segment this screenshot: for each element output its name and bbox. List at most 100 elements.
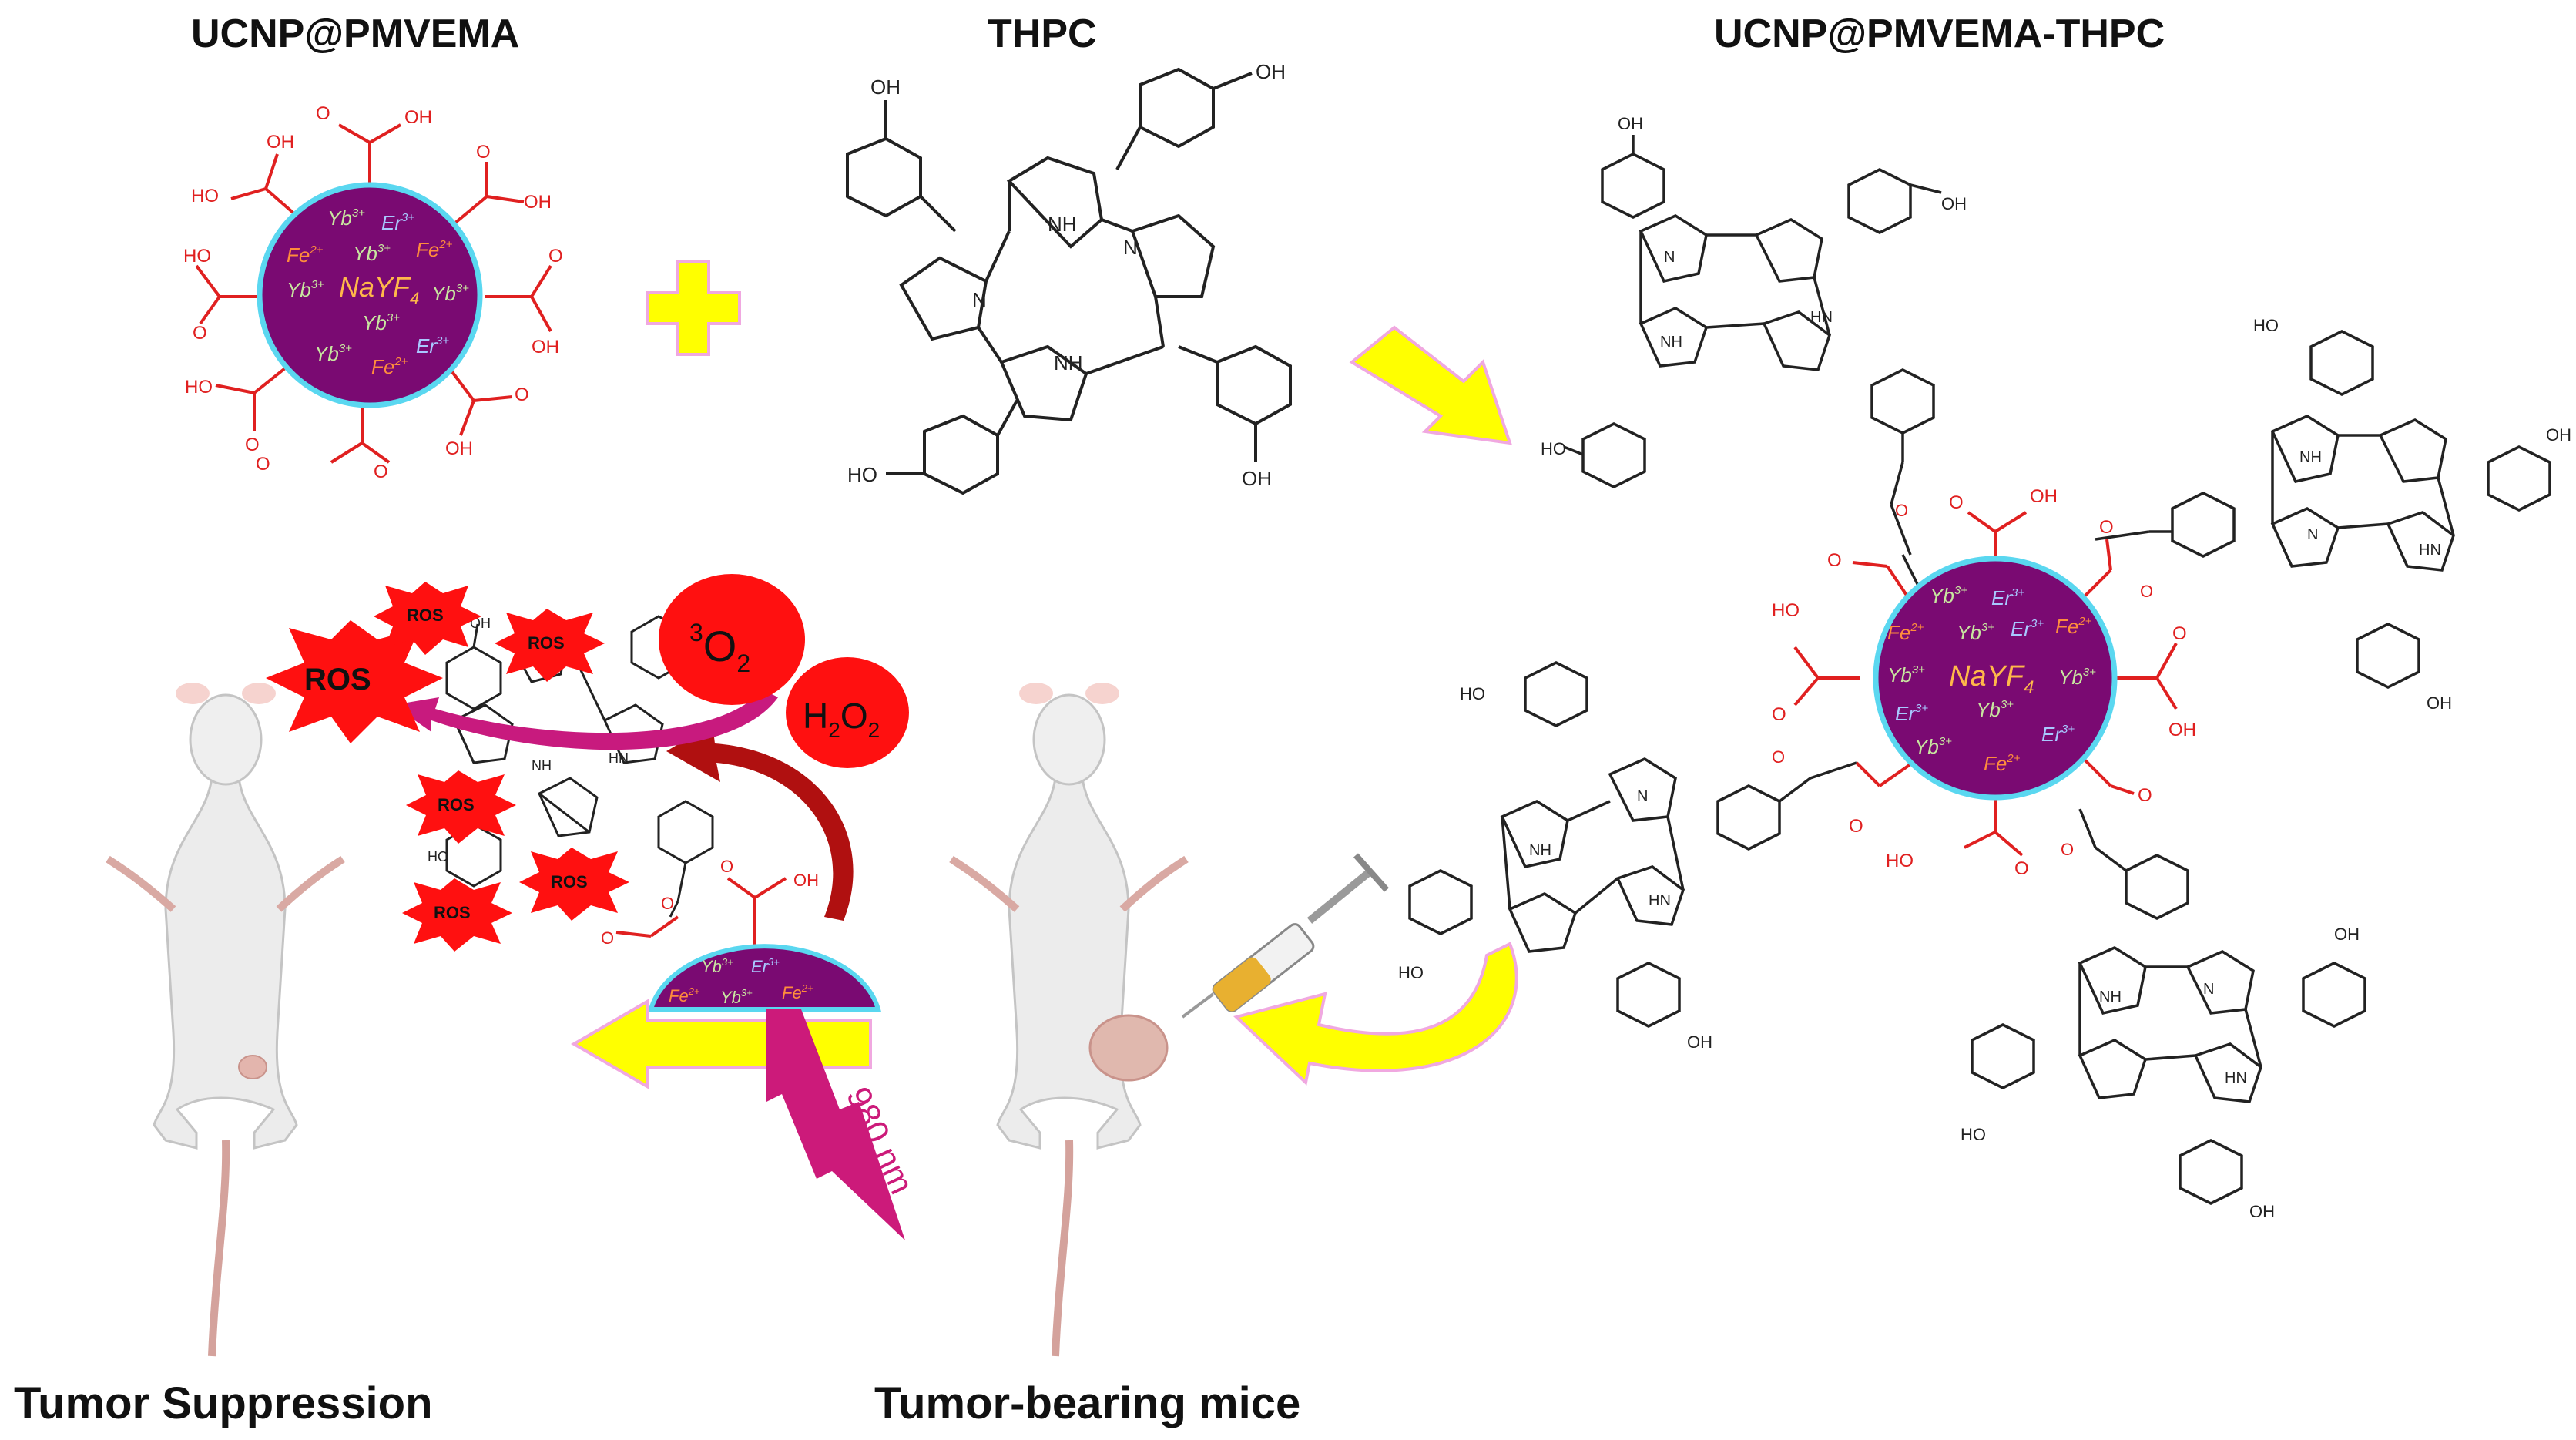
svg-text:Er3+: Er3+	[751, 956, 780, 976]
conjugate-carboxyl-bonds	[1793, 511, 2178, 857]
svg-text:HO: HO	[1398, 963, 1424, 982]
ros-burst-1-icon: ROS	[374, 582, 481, 655]
h2o2-bubble-icon: H2O2	[786, 657, 909, 768]
svg-text:NaYF4: NaYF4	[339, 271, 419, 308]
conjugate-ion-labels: Yb3+ Er3+ Fe2+ Yb3+ Er3+ Fe2+ Yb3+ NaYF4…	[1887, 584, 2096, 775]
svg-text:N: N	[972, 288, 987, 311]
ros-particle-labels: O O OH O	[601, 857, 819, 948]
title-ucnp-pmvema: UCNP@PMVEMA	[191, 12, 520, 56]
svg-text:Yb3+: Yb3+	[327, 206, 365, 230]
svg-text:Fe2+: Fe2+	[1984, 752, 2021, 775]
ester-oxygen-labels: O O O O	[1772, 501, 2153, 859]
svg-text:O: O	[2099, 517, 2114, 538]
thpc-molecule	[846, 67, 1292, 495]
conjugate-ring-labels: N HN NH NH HN N NH N HN NH N HN	[1529, 249, 2441, 1086]
svg-text:OH: OH	[870, 76, 901, 99]
svg-text:N: N	[1637, 788, 1648, 805]
svg-text:NH: NH	[2099, 989, 2122, 1005]
svg-text:Yb3+: Yb3+	[701, 956, 733, 976]
svg-text:OH: OH	[470, 616, 491, 631]
svg-text:ROS: ROS	[304, 663, 371, 697]
ucnp-pmvema-thpc-conjugate: O OH O O O OH HO O O O HO O O O O O OH	[1398, 114, 2571, 1221]
svg-text:Fe2+: Fe2+	[669, 985, 700, 1005]
svg-text:Yb3+: Yb3+	[720, 987, 753, 1007]
svg-text:O: O	[193, 323, 207, 344]
svg-text:HO: HO	[428, 849, 448, 864]
svg-text:Er3+: Er3+	[2041, 723, 2075, 746]
svg-text:Yb3+: Yb3+	[1914, 735, 1952, 758]
plus-icon	[646, 260, 741, 356]
svg-text:OH: OH	[793, 871, 819, 890]
svg-text:OH: OH	[1941, 194, 1967, 213]
svg-text:OH: OH	[1256, 60, 1286, 83]
ion-labels: Yb3+ Er3+ Fe2+ Yb3+ Fe2+ Yb3+ NaYF4 Yb3+…	[287, 206, 469, 378]
svg-text:ROS: ROS	[438, 795, 475, 814]
svg-text:Yb3+: Yb3+	[353, 242, 391, 265]
svg-text:NH: NH	[1048, 213, 1077, 236]
svg-text:O: O	[601, 928, 614, 948]
svg-text:NH: NH	[2299, 449, 2322, 466]
svg-text:ROS: ROS	[407, 606, 444, 625]
ros-burst-4-icon: ROS	[519, 848, 629, 921]
svg-text:Fe2+: Fe2+	[782, 982, 813, 1002]
svg-text:O: O	[1772, 704, 1786, 725]
svg-text:Fe2+: Fe2+	[416, 238, 453, 261]
ros-burst-large-icon: ROS	[266, 620, 443, 743]
svg-text:OH: OH	[2249, 1202, 2275, 1221]
svg-text:3O2: 3O2	[689, 619, 750, 677]
svg-text:O: O	[548, 246, 563, 267]
svg-text:NH: NH	[1054, 351, 1083, 374]
svg-text:Yb3+: Yb3+	[1957, 621, 1994, 644]
svg-text:O: O	[720, 857, 733, 876]
svg-text:O: O	[1895, 501, 1908, 520]
ros-burst-2-icon: ROS	[495, 609, 605, 682]
svg-text:O: O	[2138, 785, 2152, 806]
svg-text:HN: HN	[2225, 1069, 2247, 1086]
svg-text:Er3+: Er3+	[1991, 586, 2024, 609]
svg-text:HO: HO	[1460, 684, 1485, 703]
svg-text:O: O	[245, 435, 260, 455]
svg-text:ROS: ROS	[434, 903, 471, 922]
svg-text:Er3+: Er3+	[1895, 702, 1928, 725]
svg-text:O: O	[1949, 492, 1964, 513]
title-ucnp-pmvema-thpc: UCNP@PMVEMA-THPC	[1714, 12, 2165, 56]
svg-text:ROS: ROS	[528, 633, 565, 653]
svg-text:OH: OH	[445, 438, 473, 459]
svg-text:Yb3+: Yb3+	[431, 282, 469, 305]
ucnp-pmvema-particle: O OH O OH O OH O OH O O O HO HO O HO OH …	[183, 103, 563, 482]
svg-text:O: O	[515, 384, 529, 405]
svg-text:N: N	[2307, 526, 2318, 543]
svg-text:N: N	[1664, 249, 1675, 266]
svg-text:Yb3+: Yb3+	[1930, 584, 1967, 607]
syringe-icon	[1181, 853, 1389, 1019]
svg-text:HO: HO	[183, 246, 211, 267]
svg-text:HO: HO	[1886, 851, 1914, 871]
svg-text:Er3+: Er3+	[2011, 617, 2044, 640]
svg-text:Yb3+: Yb3+	[1887, 663, 1925, 686]
svg-text:Yb3+: Yb3+	[2058, 666, 2096, 689]
title-thpc: THPC	[988, 12, 1097, 56]
svg-text:HN: HN	[609, 750, 629, 766]
svg-text:Fe2+: Fe2+	[1887, 621, 1924, 644]
svg-text:Er3+: Er3+	[381, 211, 414, 234]
oxygen-bubble-icon: 3O2	[659, 574, 805, 705]
svg-text:O: O	[1849, 816, 1863, 837]
svg-text:Fe2+: Fe2+	[287, 243, 324, 267]
svg-text:ROS: ROS	[551, 872, 588, 891]
svg-text:HO: HO	[847, 463, 877, 486]
svg-text:NH: NH	[532, 758, 552, 774]
svg-text:O: O	[2061, 840, 2074, 859]
svg-text:OH: OH	[524, 192, 552, 213]
title-tumor-bearing-mice: Tumor-bearing mice	[874, 1378, 1301, 1428]
svg-text:HO: HO	[185, 377, 213, 398]
svg-text:O: O	[1772, 747, 1785, 767]
svg-text:Fe2+: Fe2+	[371, 355, 408, 378]
svg-text:H2O2: H2O2	[803, 696, 880, 742]
ros-particle-ion-labels: Yb3+ Er3+ Fe2+ Yb3+ Fe2+	[669, 956, 813, 1007]
svg-text:O: O	[316, 103, 330, 124]
svg-text:HO: HO	[1541, 439, 1566, 458]
svg-text:O: O	[1827, 550, 1842, 571]
svg-text:OH: OH	[267, 132, 294, 153]
